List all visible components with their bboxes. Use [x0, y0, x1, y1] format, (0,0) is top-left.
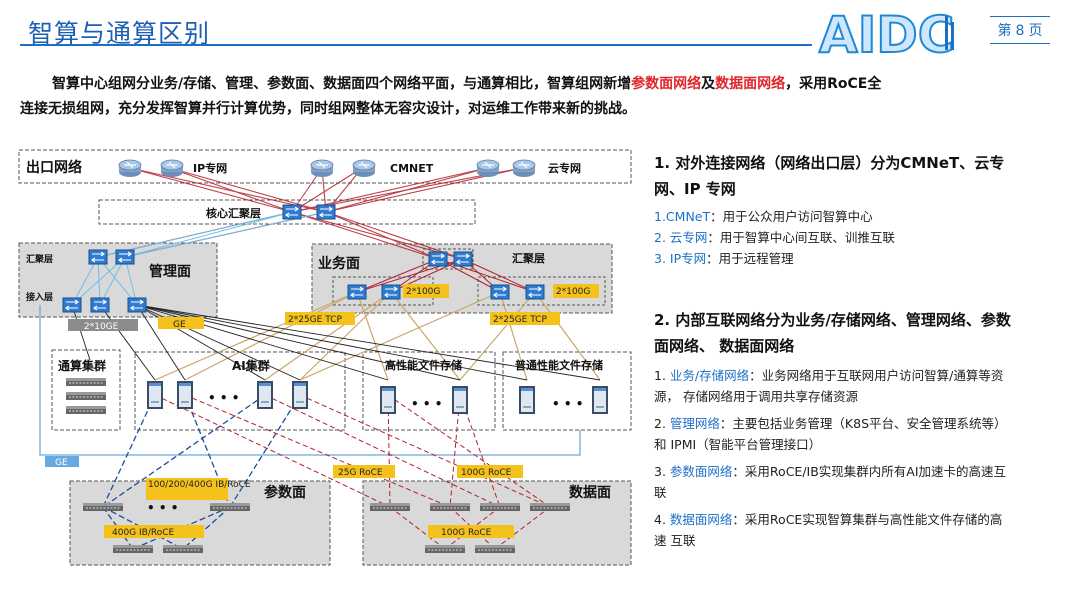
internal-item-param: 3. 参数面网络：采用RoCE/IB实现集群内所有AI加速卡的高速互联: [654, 464, 1007, 500]
page-title: 智算与通算区别: [28, 19, 211, 48]
label-2x100g-a: 2*100G: [406, 287, 440, 297]
label-100g-roce-a: 100G RoCE: [461, 468, 512, 478]
intro-paragraph: 智算中心组网分业务/存储、管理、参数面、数据面四个网络平面，与通算相比，智算组网…: [20, 72, 980, 122]
label-2x25ge-a: 2*25GE TCP: [288, 315, 342, 325]
intro-highlight-data: 数据面网络: [715, 76, 786, 92]
biz-plane-label: 业务面: [318, 255, 360, 272]
page-prefix: 第: [997, 23, 1012, 39]
param-plane-label: 参数面: [264, 484, 306, 501]
egress-heading: 1. 对外连接网络（网络出口层）分为CMNeT、云专网、IP 专网: [654, 154, 1005, 198]
aidc-logo: AIDC: [817, 4, 957, 60]
egress-item-ip: 3. IP专网：用于远程管理: [654, 251, 794, 266]
internal-item-mgmt: 2. 管理网络：主要包括业务管理（K8S平台、安全管理系统等）和 IPMI（智能…: [654, 416, 1007, 452]
core-label: 核心汇聚层: [206, 206, 261, 220]
intro-text-b: 及: [701, 76, 716, 92]
title-underline: [20, 44, 812, 46]
normal-storage-label: 普通性能文件存储: [515, 358, 603, 372]
cmnet-label: CMNET: [390, 162, 434, 175]
label-100-400g: 100/200/400G IB/RoCE: [148, 480, 251, 490]
ip-net-label: IP专网: [193, 161, 227, 175]
biz-agg-label: 汇聚层: [512, 252, 545, 265]
mgmt-access-label: 接入层: [26, 291, 53, 303]
internal-heading: 2. 内部互联网络分为业务/存储网络、管理网络、参数面网络、 数据面网络: [654, 311, 1011, 355]
label-ge-top: GE: [173, 320, 186, 330]
intro-text-line2: 连接无损组网，充分发挥智算并行计算优势，同时组网整体无容灾设计，对运维工作带来新…: [20, 101, 636, 117]
egress-label: 出口网络: [26, 159, 82, 176]
hp-storage-label: 高性能文件存储: [385, 358, 462, 372]
label-400g: 400G IB/RoCE: [112, 528, 175, 538]
general-cluster-label: 通算集群: [58, 358, 106, 373]
ai-cluster-label: AI集群: [232, 358, 270, 373]
internal-item-data: 4. 数据面网络：采用RoCE实现智算集群与高性能文件存储的高速 互联: [654, 512, 1003, 548]
internal-section: 2. 内部互联网络分为业务/存储网络、管理网络、参数面网络、 数据面网络 1. …: [654, 307, 1014, 551]
normal-storage-zone: [502, 351, 632, 431]
internal-item-biz: 1. 业务/存储网络：业务网络用于互联网用户访问智算/通算等资源， 存储网络用于…: [654, 368, 1004, 404]
general-cluster-zone: [51, 349, 121, 431]
label-25g-roce: 25G RoCE: [338, 468, 383, 478]
intro-text-c: ，采用RoCE全: [785, 76, 882, 92]
label-ge-bottom: GE: [55, 458, 68, 468]
intro-highlight-param: 参数面网络: [631, 76, 702, 92]
param-dots: • • •: [147, 501, 178, 515]
egress-section: 1. 对外连接网络（网络出口层）分为CMNeT、云专网、IP 专网 1.CMNe…: [654, 150, 1014, 269]
normal-dots: • • •: [552, 397, 583, 411]
label-2x100g-b: 2*100G: [556, 287, 590, 297]
network-diagram: 2*100G 2*100G 2*10GE GE 2*25GE TCP 2*25G…: [18, 149, 632, 566]
hp-dots: • • •: [411, 397, 442, 411]
label-2x10ge: 2*10GE: [84, 322, 119, 332]
cloud-net-label: 云专网: [548, 161, 581, 175]
label-2x25ge-b: 2*25GE TCP: [493, 315, 547, 325]
mgmt-plane-label: 管理面: [149, 263, 191, 280]
ai-dots: • • •: [208, 391, 239, 405]
page-number-value: 8: [1015, 23, 1025, 39]
data-plane-label: 数据面: [569, 484, 611, 501]
mgmt-agg-label: 汇聚层: [26, 253, 53, 265]
egress-item-cmnet: 1.CMNeT：用于公众用户访问智算中心: [654, 209, 873, 224]
egress-item-cloud: 2. 云专网：用于智算中心间互联、训推互联: [654, 230, 895, 245]
logo-wordmark: AIDC: [819, 6, 955, 60]
page-suffix: 页: [1028, 23, 1043, 39]
label-100g-roce-b: 100G RoCE: [441, 528, 492, 538]
logo-art: AIDC: [818, 5, 956, 60]
intro-text-a: 智算中心组网分业务/存储、管理、参数面、数据面四个网络平面，与通算相比，智算组网…: [52, 76, 632, 92]
